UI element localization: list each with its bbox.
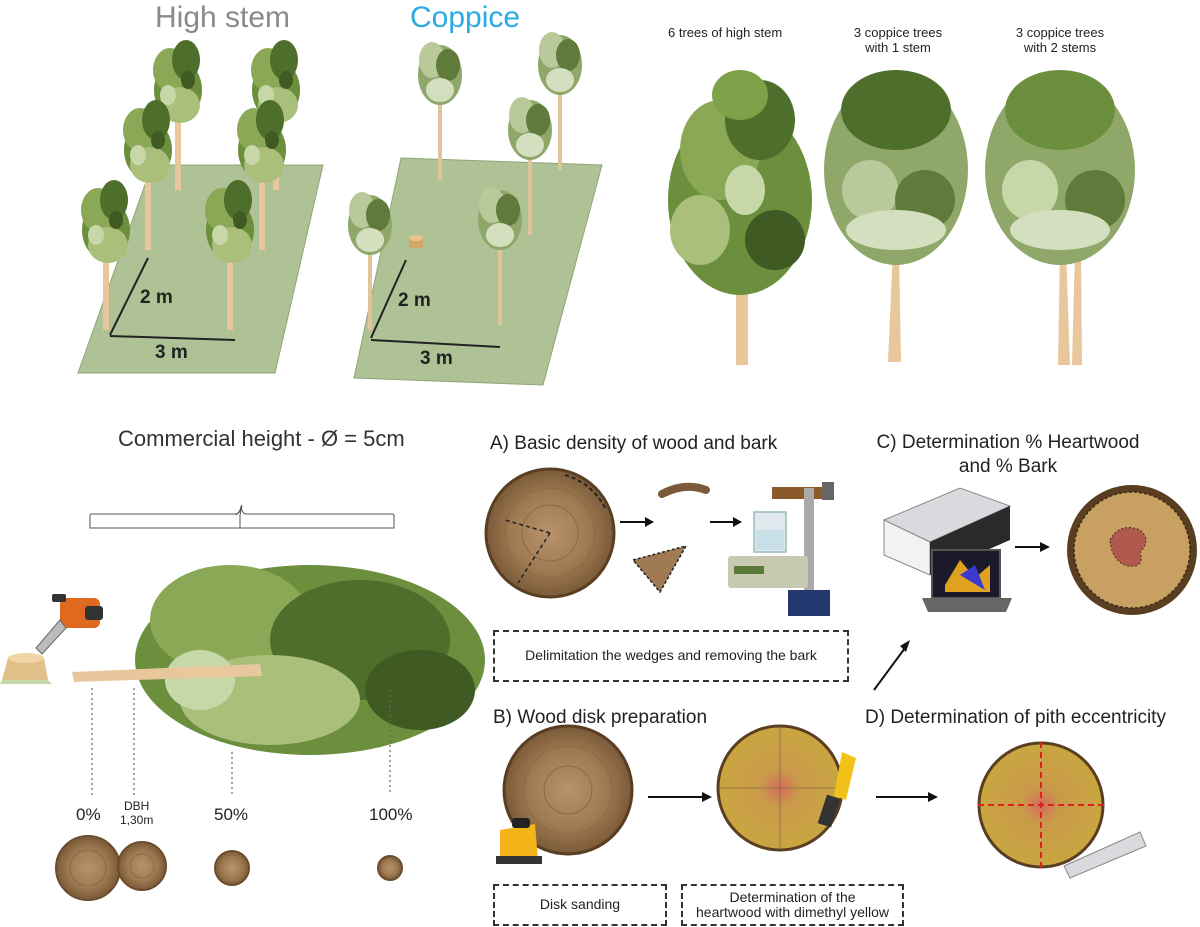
position-label-dbh: DBH 1,30m [120, 800, 153, 828]
panel-c-title: C) Determination % Heartwood and % Bark [858, 431, 1158, 479]
coppice-two-stem-illustration [985, 70, 1135, 365]
panel-a-title: A) Basic density of wood and bark [490, 433, 777, 455]
panel-b-box-heartwood: Determination of the heartwood with dime… [681, 884, 904, 926]
chainsaw-icon [36, 594, 103, 654]
panel-b-title: B) Wood disk preparation [493, 707, 707, 729]
position-label-50: 50% [214, 805, 248, 825]
balance-icon [728, 482, 834, 616]
panel-d-graphics [978, 742, 1146, 878]
high-stem-length-label: 3 m [155, 342, 188, 364]
high-stem-plot [78, 40, 323, 373]
high-stem-tree-illustration [668, 70, 812, 365]
coppice-one-stem-illustration [824, 70, 968, 362]
wood-disk-icon [56, 836, 402, 900]
coppice-width-label: 2 m [398, 290, 431, 312]
laptop-icon [922, 550, 1012, 612]
commercial-height-title: Commercial height - Ø = 5cm [118, 426, 405, 452]
panel-c-graphics [874, 485, 1197, 690]
panel-d-title: D) Determination of pith eccentricity [865, 707, 1166, 729]
stump-icon [409, 235, 423, 248]
panel-b-box-sanding: Disk sanding [493, 884, 667, 926]
coppice-length-label: 3 m [420, 348, 453, 370]
high-stem-title: High stem [155, 1, 290, 35]
high-stem-width-label: 2 m [140, 287, 173, 309]
coppice-plot [348, 32, 602, 385]
tree-label-high-stem: 6 trees of high stem [668, 25, 782, 40]
panel-a-graphics [486, 469, 834, 616]
tree-label-coppice-2-stems: 3 coppice trees with 2 stems [1010, 25, 1110, 55]
position-label-0: 0% [76, 805, 101, 825]
panel-a-box: Delimitation the wedges and removing the… [493, 630, 849, 682]
tree-label-coppice-1-stem: 3 coppice trees with 1 stem [848, 25, 948, 55]
felled-tree [0, 505, 485, 795]
stump-icon [0, 653, 52, 684]
position-label-100: 100% [369, 805, 412, 825]
coppice-title: Coppice [410, 1, 520, 35]
panel-b-graphics [496, 726, 938, 864]
